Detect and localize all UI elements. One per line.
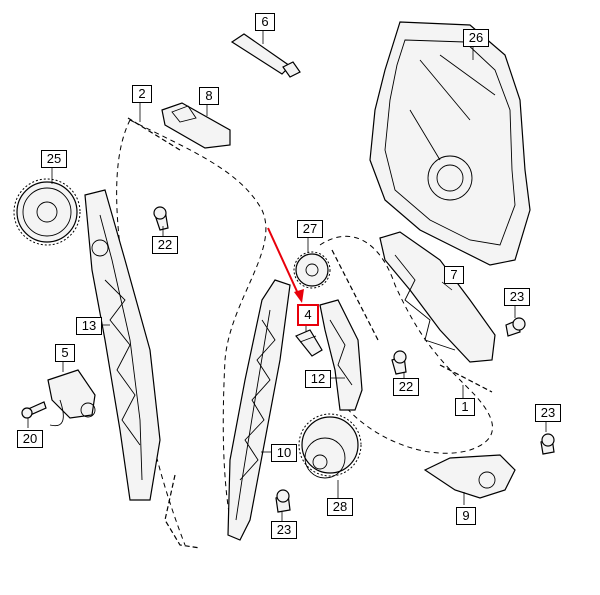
callout-8: 8 [199, 87, 219, 105]
tensioner-rail-right [379, 231, 496, 363]
timing-chain-lower [164, 474, 201, 549]
leader-lines [27, 30, 547, 521]
guide-rail [319, 299, 363, 411]
chain-guide-center [227, 279, 291, 541]
chain-guide-left [84, 189, 161, 501]
bolt-22-right [391, 350, 407, 375]
chain-route-dashed [116, 119, 267, 546]
callout-10: 10 [271, 444, 297, 462]
timing-cover [369, 21, 531, 266]
callout-22-left: 22 [152, 236, 178, 254]
callout-7: 7 [444, 266, 464, 284]
callout-9: 9 [456, 507, 476, 525]
crankshaft-sprocket [298, 413, 362, 479]
camshaft-sprocket [13, 178, 81, 246]
bolt-23-bottom [275, 489, 291, 513]
callout-28: 28 [327, 498, 353, 516]
chain-tensioner [47, 369, 96, 427]
highlight-arrow [267, 227, 304, 303]
callout-27: 27 [297, 220, 323, 238]
chain-route-dashed-right [319, 235, 493, 454]
callout-4: 4 [304, 307, 312, 322]
balance-shaft-sprocket [293, 251, 331, 289]
callout-4-highlight[interactable]: 4 [297, 304, 319, 326]
timing-chain-middle [331, 249, 379, 341]
callout-1: 1 [455, 398, 475, 416]
callout-23-upper: 23 [504, 288, 530, 306]
callout-6: 6 [255, 13, 275, 31]
callout-13: 13 [76, 317, 102, 335]
bolt-23-upper [505, 317, 526, 337]
callout-22-right: 22 [393, 378, 419, 396]
chain-tensioner-lower [423, 454, 516, 499]
callout-26: 26 [463, 29, 489, 47]
callout-25: 25 [41, 150, 67, 168]
sealant-tube [230, 33, 301, 78]
timing-chain-right [439, 364, 493, 393]
callout-12: 12 [305, 370, 331, 388]
chain-slide-rail [161, 102, 231, 149]
callout-23-right: 23 [535, 404, 561, 422]
callout-23-bottom: 23 [271, 521, 297, 539]
callout-20: 20 [17, 430, 43, 448]
guide-bolt [295, 329, 323, 357]
timing-chain-upper [127, 117, 181, 151]
bolt-20 [21, 401, 47, 419]
bolt-23-lower-right [540, 433, 555, 455]
callout-2: 2 [132, 85, 152, 103]
bolt-22-left [153, 206, 169, 231]
callout-5: 5 [55, 344, 75, 362]
